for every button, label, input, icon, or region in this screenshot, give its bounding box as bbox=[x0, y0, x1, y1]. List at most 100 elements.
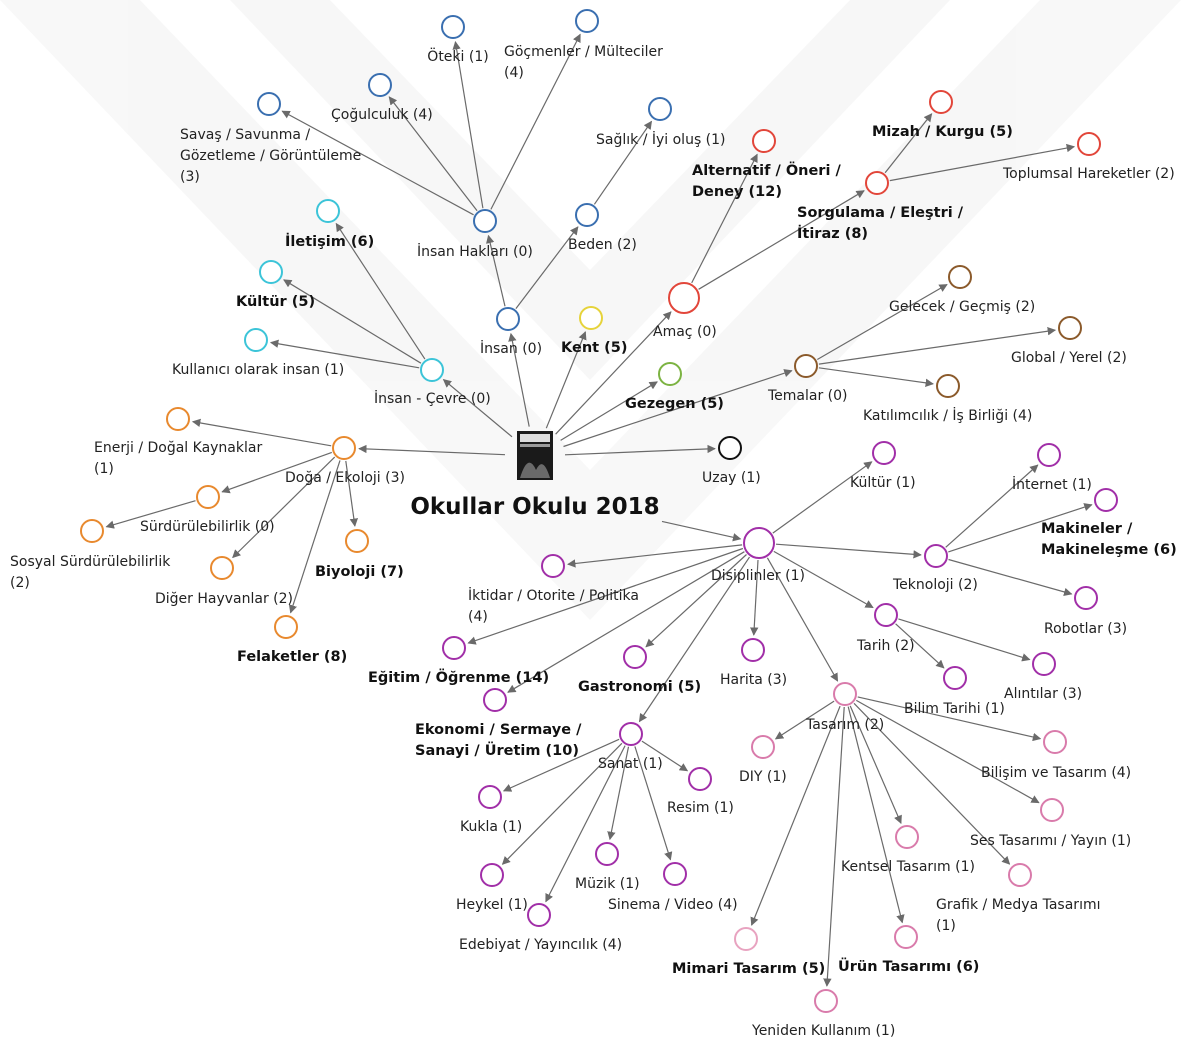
node-diger[interactable]: Diğer Hayvanlar (2) bbox=[155, 556, 293, 607]
node-circle-sorgulama[interactable] bbox=[865, 171, 889, 195]
node-circle-insanhaklari[interactable] bbox=[473, 209, 497, 233]
node-robotlar[interactable]: Robotlar (3) bbox=[1044, 586, 1127, 637]
node-circle-kultur2[interactable] bbox=[872, 441, 896, 465]
node-yeniden[interactable]: Yeniden Kullanım (1) bbox=[751, 989, 895, 1039]
node-gezegen[interactable]: Gezegen (5) bbox=[625, 362, 724, 412]
node-diy[interactable]: DIY (1) bbox=[739, 735, 787, 785]
node-circle-global[interactable] bbox=[1058, 316, 1082, 340]
node-circle-toplumsal[interactable] bbox=[1077, 132, 1101, 156]
node-circle-surdurulebilirlik[interactable] bbox=[196, 485, 220, 509]
node-alternatif[interactable]: Alternatif / Öneri /Deney (12) bbox=[692, 129, 841, 200]
node-circle-gocmenler[interactable] bbox=[575, 9, 599, 33]
node-circle-diger[interactable] bbox=[210, 556, 234, 580]
node-makineler[interactable]: Makineler /Makineleşme (6) bbox=[1041, 488, 1177, 558]
node-circle-kent[interactable] bbox=[579, 306, 603, 330]
node-ekonomi[interactable]: Ekonomi / Sermaye /Sanayi / Üretim (10) bbox=[415, 688, 582, 759]
node-circle-enerji[interactable] bbox=[166, 407, 190, 431]
node-gocmenler[interactable]: Göçmenler / Mülteciler(4) bbox=[504, 9, 663, 81]
node-circle-gezegen[interactable] bbox=[658, 362, 682, 386]
node-circle-kukla[interactable] bbox=[478, 785, 502, 809]
node-doga[interactable]: Doğa / Ekoloji (3) bbox=[285, 436, 405, 486]
node-circle-cogulculuk[interactable] bbox=[368, 73, 392, 97]
node-internet[interactable]: İnternet (1) bbox=[1012, 443, 1092, 493]
node-circle-heykel[interactable] bbox=[480, 863, 504, 887]
node-sorgulama[interactable]: Sorgulama / Eleştri /İtiraz (8) bbox=[797, 171, 964, 242]
node-circle-grafik[interactable] bbox=[1008, 863, 1032, 887]
node-circle-ses[interactable] bbox=[1040, 798, 1064, 822]
node-circle-urun[interactable] bbox=[894, 925, 918, 949]
node-sosyal[interactable]: Sosyal Sürdürülebilirlik(2) bbox=[10, 519, 171, 591]
node-disiplinler[interactable]: Disiplinler (1) bbox=[711, 527, 805, 584]
node-global[interactable]: Global / Yerel (2) bbox=[1011, 316, 1127, 366]
node-circle-sosyal[interactable] bbox=[80, 519, 104, 543]
node-circle-kultur1[interactable] bbox=[259, 260, 283, 284]
node-circle-internet[interactable] bbox=[1037, 443, 1061, 467]
node-amac[interactable]: Amaç (0) bbox=[653, 282, 717, 340]
node-circle-amac[interactable] bbox=[668, 282, 700, 314]
node-grafik[interactable]: Grafik / Medya Tasarımı(1) bbox=[936, 863, 1100, 934]
node-circle-katilimcilik[interactable] bbox=[936, 374, 960, 398]
node-tasarim[interactable]: Tasarım (2) bbox=[805, 682, 884, 733]
node-urun[interactable]: Ürün Tasarımı (6) bbox=[838, 925, 979, 975]
node-circle-saglik[interactable] bbox=[648, 97, 672, 121]
node-edebiyat[interactable]: Edebiyat / Yayıncılık (4) bbox=[459, 903, 622, 953]
node-bilisim[interactable]: Bilişim ve Tasarım (4) bbox=[981, 730, 1131, 781]
node-circle-iletisim[interactable] bbox=[316, 199, 340, 223]
node-circle-sinema[interactable] bbox=[663, 862, 687, 886]
node-egitim[interactable]: Eğitim / Öğrenme (14) bbox=[368, 636, 549, 686]
node-katilimcilik[interactable]: Katılımcılık / İş Birliği (4) bbox=[863, 374, 1032, 424]
node-muzik[interactable]: Müzik (1) bbox=[575, 842, 640, 892]
node-circle-disiplinler[interactable] bbox=[743, 527, 775, 559]
node-cogulculuk[interactable]: Çoğulculuk (4) bbox=[331, 73, 433, 123]
node-kukla[interactable]: Kukla (1) bbox=[460, 785, 522, 835]
node-savas[interactable]: Savaş / Savunma /Gözetleme / Görüntüleme… bbox=[180, 92, 361, 185]
node-circle-alternatif[interactable] bbox=[752, 129, 776, 153]
node-circle-insancevre[interactable] bbox=[420, 358, 444, 382]
node-gelecek[interactable]: Gelecek / Geçmiş (2) bbox=[889, 265, 1035, 315]
node-insanhaklari[interactable]: İnsan Hakları (0) bbox=[417, 209, 533, 260]
node-circle-insan[interactable] bbox=[496, 307, 520, 331]
node-tarih[interactable]: Tarih (2) bbox=[856, 603, 915, 654]
node-circle-tasarim[interactable] bbox=[833, 682, 857, 706]
node-iletisim[interactable]: İletişim (6) bbox=[285, 199, 374, 250]
node-kultur1[interactable]: Kültür (5) bbox=[236, 260, 315, 310]
node-enerji[interactable]: Enerji / Doğal Kaynaklar(1) bbox=[94, 407, 262, 477]
node-alintilar[interactable]: Alıntılar (3) bbox=[1004, 652, 1082, 702]
node-circle-resim[interactable] bbox=[688, 767, 712, 791]
node-kent[interactable]: Kent (5) bbox=[561, 306, 627, 356]
node-circle-tarih[interactable] bbox=[874, 603, 898, 627]
node-ses[interactable]: Ses Tasarımı / Yayın (1) bbox=[970, 798, 1131, 849]
node-biyoloji[interactable]: Biyoloji (7) bbox=[315, 529, 404, 580]
node-circle-alintilar[interactable] bbox=[1032, 652, 1056, 676]
node-kullanici[interactable]: Kullanıcı olarak insan (1) bbox=[172, 328, 344, 378]
node-circle-sanat[interactable] bbox=[619, 722, 643, 746]
node-circle-yeniden[interactable] bbox=[814, 989, 838, 1013]
node-circle-gastronomi[interactable] bbox=[623, 645, 647, 669]
node-circle-oteki[interactable] bbox=[441, 15, 465, 39]
node-kentsel[interactable]: Kentsel Tasarım (1) bbox=[841, 825, 975, 875]
node-mizah[interactable]: Mizah / Kurgu (5) bbox=[872, 90, 1013, 140]
center-image-node[interactable] bbox=[517, 431, 553, 480]
node-temalar[interactable]: Temalar (0) bbox=[767, 354, 848, 404]
node-circle-doga[interactable] bbox=[332, 436, 356, 460]
node-circle-egitim[interactable] bbox=[442, 636, 466, 660]
node-circle-makineler[interactable] bbox=[1094, 488, 1118, 512]
node-sanat[interactable]: Sanat (1) bbox=[598, 722, 663, 772]
node-circle-robotlar[interactable] bbox=[1074, 586, 1098, 610]
node-circle-iktidar[interactable] bbox=[541, 554, 565, 578]
node-insancevre[interactable]: İnsan - Çevre (0) bbox=[374, 358, 491, 407]
node-mimari[interactable]: Mimari Tasarım (5) bbox=[672, 927, 825, 977]
node-felaketler[interactable]: Felaketler (8) bbox=[237, 615, 347, 665]
node-toplumsal[interactable]: Toplumsal Hareketler (2) bbox=[1002, 132, 1175, 182]
node-iktidar[interactable]: İktidar / Otorite / Politika(4) bbox=[468, 554, 639, 625]
node-circle-harita[interactable] bbox=[741, 638, 765, 662]
node-circle-uzay[interactable] bbox=[718, 436, 742, 460]
node-harita[interactable]: Harita (3) bbox=[720, 638, 787, 688]
node-surdurulebilirlik[interactable]: Sürdürülebilirlik (0) bbox=[140, 485, 275, 535]
node-kultur2[interactable]: Kültür (1) bbox=[850, 441, 916, 491]
node-circle-mizah[interactable] bbox=[929, 90, 953, 114]
node-circle-mimari[interactable] bbox=[734, 927, 758, 951]
node-sinema[interactable]: Sinema / Video (4) bbox=[608, 862, 738, 913]
node-uzay[interactable]: Uzay (1) bbox=[702, 436, 761, 486]
node-circle-ekonomi[interactable] bbox=[483, 688, 507, 712]
